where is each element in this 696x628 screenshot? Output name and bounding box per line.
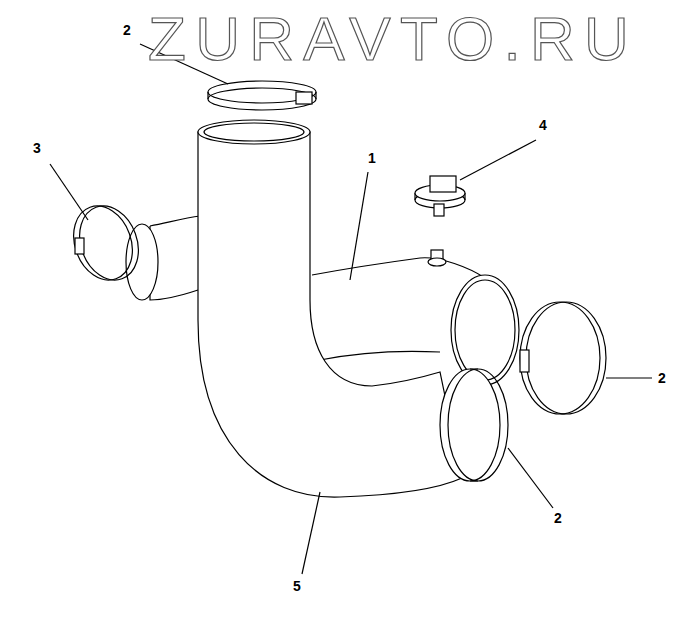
watermark: ZURAVTO.RU xyxy=(148,8,638,70)
callout-number: 5 xyxy=(291,578,303,594)
callout-number: 4 xyxy=(537,117,549,133)
callout-number: 2 xyxy=(121,22,133,38)
callout-number: 2 xyxy=(552,510,564,526)
callout-number: 2 xyxy=(656,370,668,386)
callout-number: 1 xyxy=(366,150,378,166)
callout-number: 3 xyxy=(31,140,43,156)
